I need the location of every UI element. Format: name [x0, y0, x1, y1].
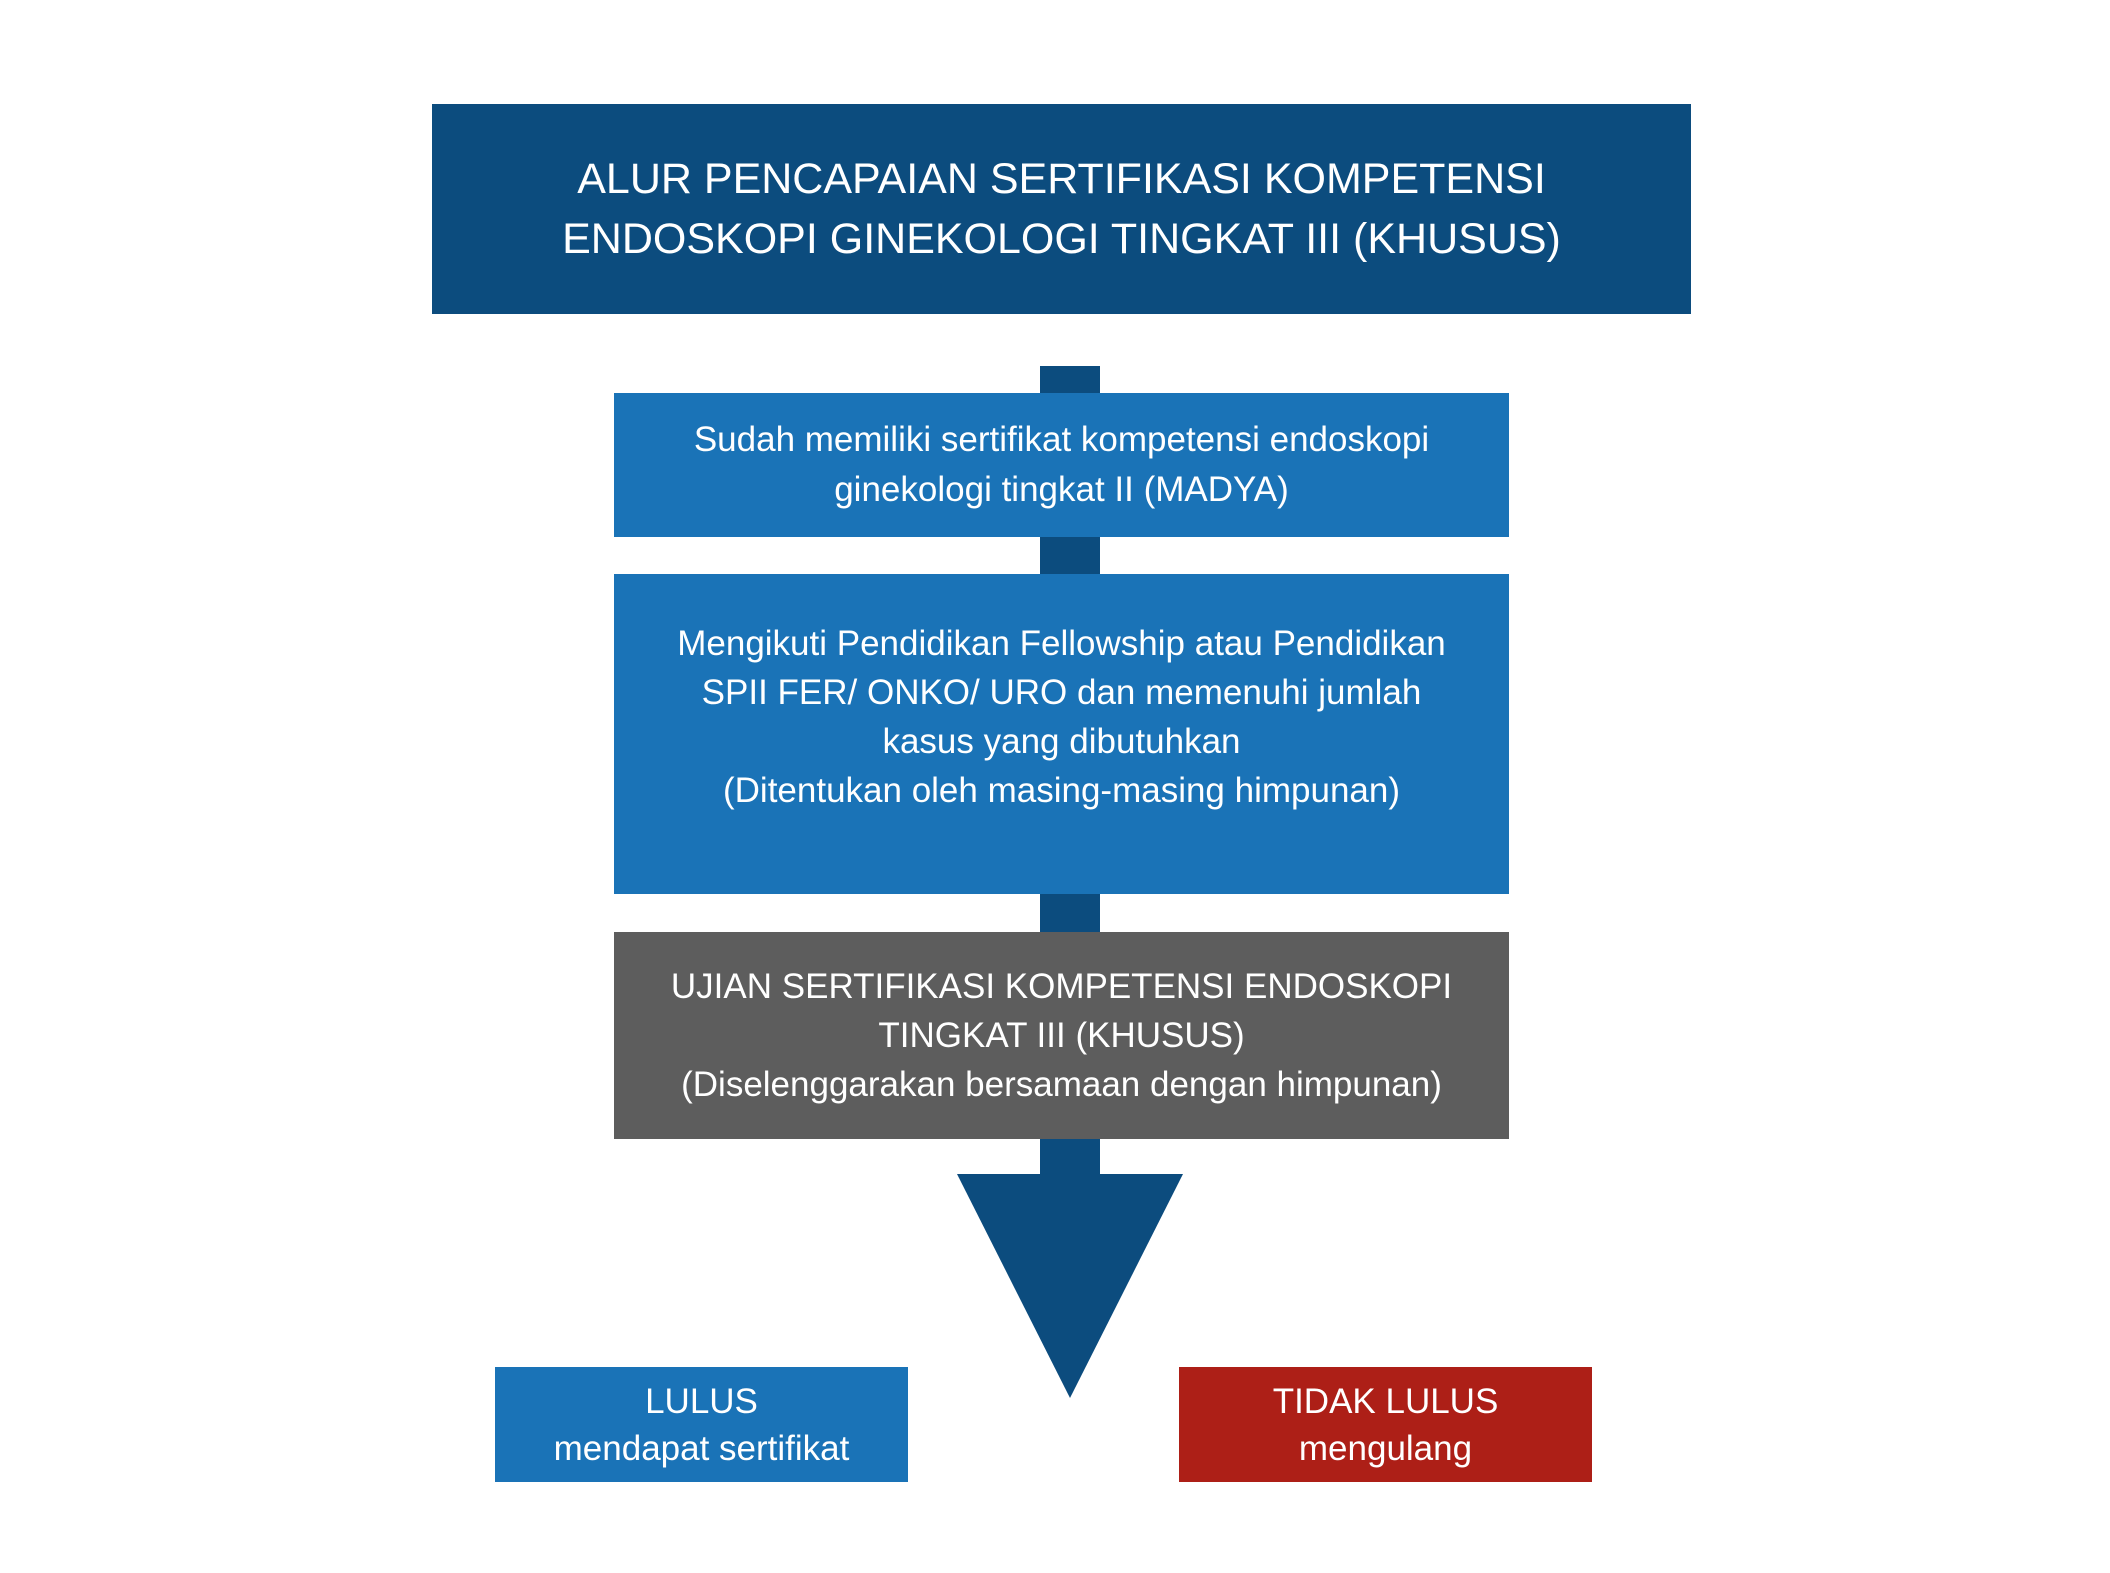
outcome-fail-detail: mengulang: [1298, 1428, 1473, 1468]
step-exam-line-3: (Diselenggarakan bersamaan dengan himpun…: [681, 1065, 1442, 1104]
diagram-title-line-2: ENDOSKOPI GINEKOLOGI TINGKAT III (KHUSUS…: [562, 215, 1561, 263]
step-exam-line-1: UJIAN SERTIFIKASI KOMPETENSI ENDOSKOPI: [670, 967, 1453, 1006]
step-prerequisite-line-1: Sudah memiliki sertifikat kompetensi end…: [693, 420, 1430, 459]
step-education-line-4: (Ditentukan oleh masing-masing himpunan): [722, 771, 1400, 810]
diagram-title-line-1: ALUR PENCAPAIAN SERTIFIKASI KOMPETENSI: [577, 155, 1546, 203]
step-exam-box: UJIAN SERTIFIKASI KOMPETENSI ENDOSKOPI T…: [614, 932, 1509, 1139]
step-education-line-2: SPII FER/ ONKO/ URO dan memenuhi jumlah: [701, 673, 1422, 712]
step-prerequisite-box: Sudah memiliki sertifikat kompetensi end…: [614, 393, 1509, 537]
flow-arrow-head: [957, 1174, 1183, 1398]
step-exam-line-2: TINGKAT III (KHUSUS): [878, 1016, 1245, 1055]
outcome-fail-label: TIDAK LULUS: [1272, 1381, 1499, 1421]
step-education-line-3: kasus yang dibutuhkan: [882, 722, 1241, 761]
step-education-box: Mengikuti Pendidikan Fellowship atau Pen…: [614, 574, 1509, 894]
step-education-line-1: Mengikuti Pendidikan Fellowship atau Pen…: [677, 624, 1446, 663]
step-prerequisite-line-2: ginekologi tingkat II (MADYA): [834, 470, 1289, 509]
outcome-pass-box: LULUS mendapat sertifikat: [495, 1367, 908, 1482]
outcome-pass-detail: mendapat sertifikat: [553, 1428, 850, 1468]
outcome-fail-box: TIDAK LULUS mengulang: [1179, 1367, 1592, 1482]
diagram-title-box: ALUR PENCAPAIAN SERTIFIKASI KOMPETENSI E…: [432, 104, 1691, 314]
outcome-pass-label: LULUS: [645, 1381, 758, 1421]
